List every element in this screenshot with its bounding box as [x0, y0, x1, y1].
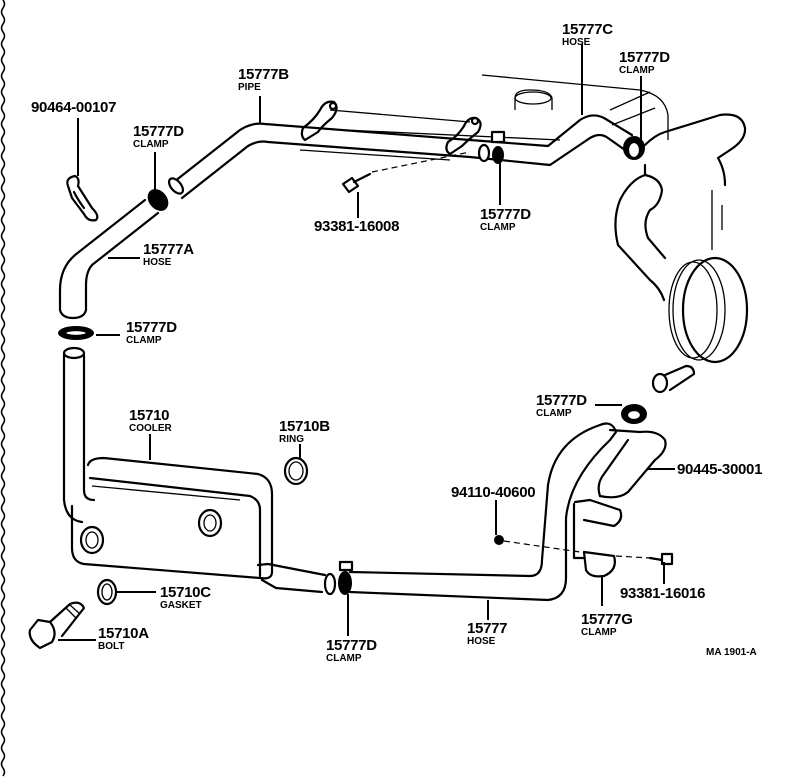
part-name: HOSE	[467, 636, 496, 647]
part-name: CLAMP	[480, 222, 516, 233]
label-94110-40600[interactable]: 94110-40600	[451, 484, 536, 501]
part-name: CLAMP	[619, 65, 655, 76]
part-number: 15777D	[326, 637, 377, 654]
part-93381-16008-bolt[interactable]	[341, 151, 471, 194]
leader-lines	[58, 44, 675, 641]
part-number: 93381-16008	[314, 218, 400, 235]
part-number: 15777A	[143, 241, 194, 258]
part-15777C-hose[interactable]	[468, 114, 634, 167]
label-15777D-upper-right[interactable]: 15777D CLAMP	[619, 50, 670, 76]
part-93381-16016-bolt[interactable]	[615, 552, 674, 566]
part-number: 15710A	[98, 625, 149, 642]
label-15777D-upper-left[interactable]: 15777D CLAMP	[133, 124, 184, 150]
part-90464-00107-clip[interactable]	[66, 174, 99, 222]
label-15710[interactable]: 15710 COOLER	[129, 408, 172, 434]
part-number: 15777D	[480, 206, 531, 223]
label-93381-16016[interactable]: 93381-16016	[620, 586, 705, 601]
label-90445-30001[interactable]: 90445-30001	[677, 462, 762, 477]
label-15777D-mid[interactable]: 15777D CLAMP	[480, 207, 531, 233]
part-number: 15777D	[133, 123, 184, 140]
label-15777D-bottom[interactable]: 15777D CLAMP	[326, 638, 377, 664]
part-number: 15777D	[619, 49, 670, 66]
label-15777B[interactable]: 15777B PIPE	[238, 67, 289, 93]
part-94110-40600-nut[interactable]	[494, 535, 581, 553]
part-name: CLAMP	[581, 627, 617, 638]
clamp-15777D-upper-right[interactable]	[623, 136, 645, 160]
label-93381-16008[interactable]: 93381-16008	[314, 219, 399, 234]
part-name: GASKET	[160, 600, 202, 611]
label-15777A[interactable]: 15777A HOSE	[143, 242, 194, 268]
clamp-15777D-left[interactable]	[58, 326, 94, 340]
part-name: COOLER	[129, 423, 172, 434]
part-name: HOSE	[143, 257, 172, 268]
part-15777G-clamp[interactable]	[572, 498, 623, 578]
part-number: 93381-16016	[620, 585, 706, 602]
part-name: PIPE	[238, 82, 261, 93]
part-15710A-bolt[interactable]	[28, 601, 86, 650]
part-15777B-pipe[interactable]	[168, 122, 472, 200]
fitting[interactable]	[651, 364, 696, 394]
part-15777A-hose[interactable]	[58, 198, 160, 320]
label-15777[interactable]: 15777 HOSE	[467, 620, 508, 647]
bracket-right[interactable]	[445, 116, 482, 156]
part-number: 90464-00107	[31, 99, 117, 116]
part-number: 15777	[467, 620, 508, 637]
part-number: 15777C	[562, 21, 613, 38]
clamp-15777D-mid[interactable]	[477, 130, 506, 164]
part-15777-hose[interactable]	[348, 422, 618, 602]
part-name: CLAMP	[536, 408, 572, 419]
part-name: BOLT	[98, 641, 125, 652]
part-15710-cooler[interactable]	[70, 456, 327, 594]
part-15710B-ring[interactable]	[283, 456, 309, 486]
pulley	[668, 256, 749, 364]
clamp-15777D-right[interactable]	[621, 404, 647, 424]
part-number: 15777G	[581, 611, 633, 628]
label-15710B[interactable]: 15710B RING	[279, 419, 330, 445]
part-name: CLAMP	[326, 653, 362, 664]
part-number: 15710C	[160, 584, 211, 601]
part-name: CLAMP	[133, 139, 169, 150]
water-outlet-housing	[614, 113, 747, 302]
part-number: 94110-40600	[451, 484, 536, 501]
part-90445-30001-hose[interactable]	[597, 428, 667, 499]
label-15710A[interactable]: 15710A BOLT	[98, 626, 149, 652]
page-border	[0, 0, 6, 777]
cooler-inlet-pipe[interactable]	[62, 346, 96, 524]
clamp-15777D-upper-left[interactable]	[143, 176, 185, 215]
label-15777D-left[interactable]: 15777D CLAMP	[126, 320, 177, 346]
bracket-left[interactable]	[300, 100, 338, 142]
label-15777G[interactable]: 15777G CLAMP	[581, 612, 633, 638]
part-number: 15777D	[536, 392, 587, 409]
part-name: CLAMP	[126, 335, 162, 346]
part-number: 15777D	[126, 319, 177, 336]
part-name: RING	[279, 434, 304, 445]
part-number: 15777B	[238, 66, 289, 83]
label-15710C[interactable]: 15710C GASKET	[160, 585, 211, 611]
figure-reference: MA 1901-A	[706, 647, 757, 658]
label-15777D-right[interactable]: 15777D CLAMP	[536, 393, 587, 419]
part-15710C-gasket[interactable]	[96, 578, 118, 606]
label-15777C[interactable]: 15777C HOSE	[562, 22, 613, 48]
part-name: HOSE	[562, 37, 591, 48]
part-number: 15710	[129, 407, 170, 424]
clamp-15777D-bottom[interactable]	[323, 560, 354, 596]
label-90464-00107[interactable]: 90464-00107	[31, 100, 116, 115]
part-number: 90445-30001	[677, 461, 763, 478]
part-number: 15710B	[279, 418, 330, 435]
